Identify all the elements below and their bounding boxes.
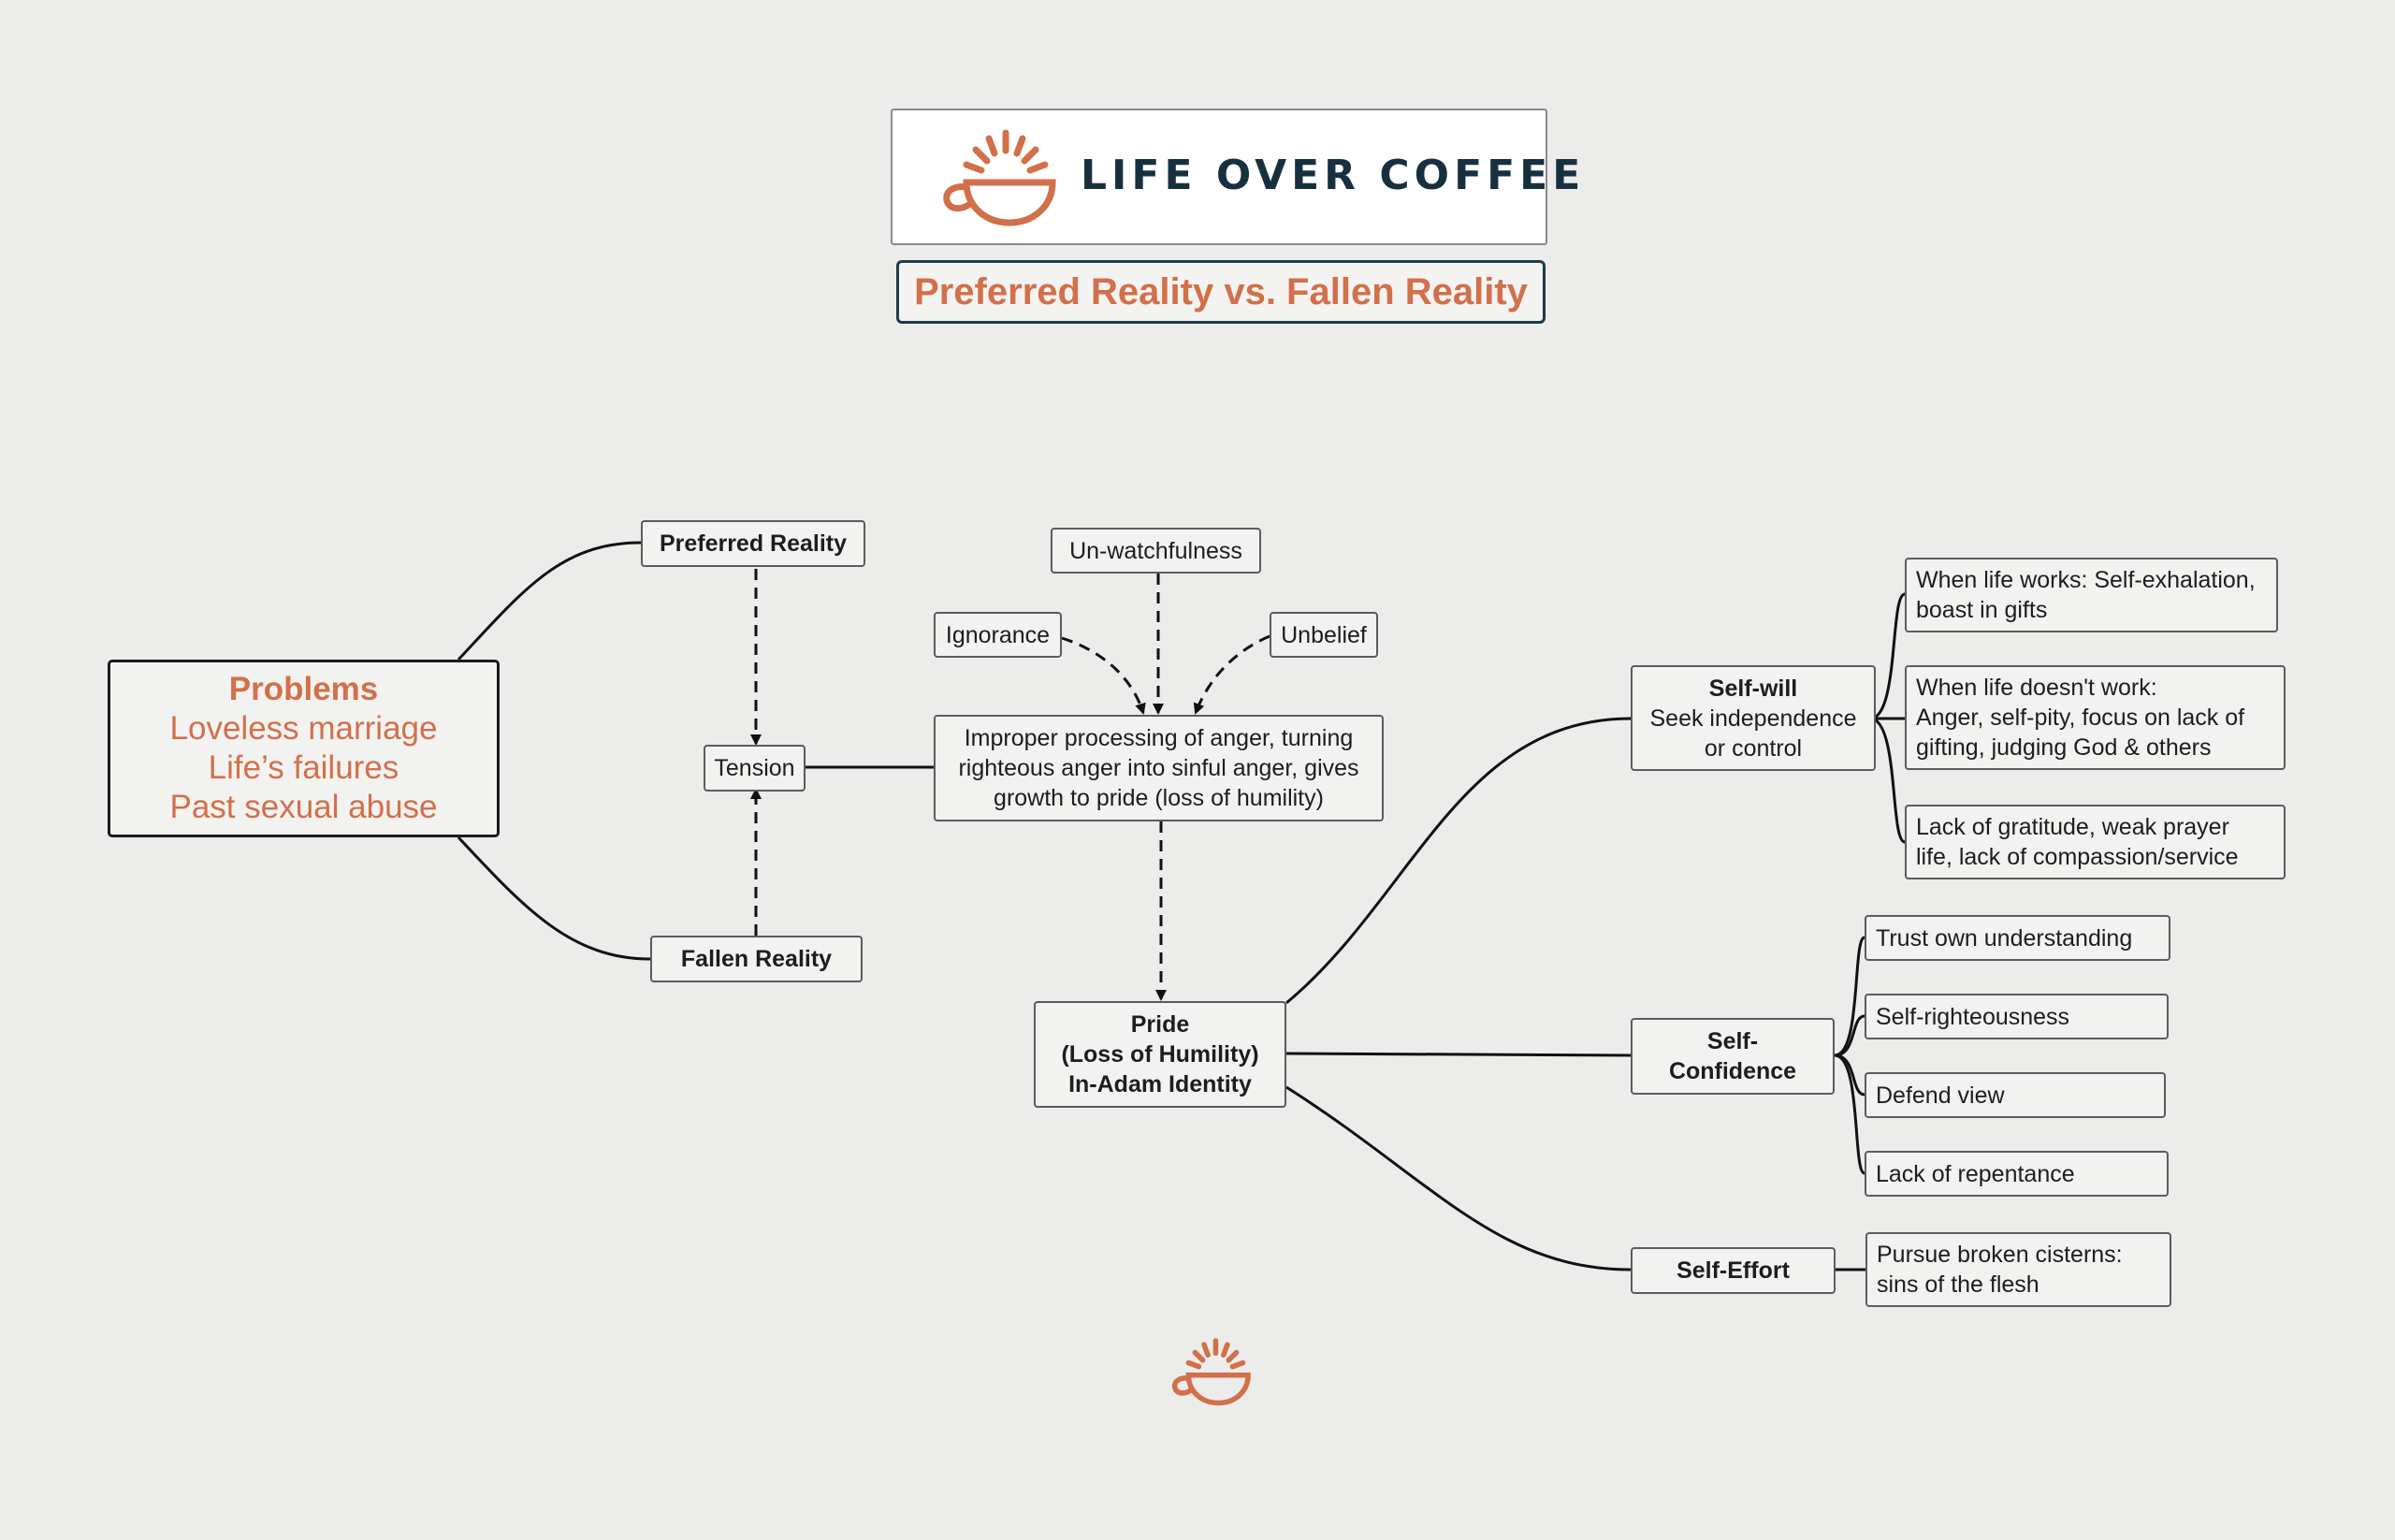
trust-own-understanding-node: Trust own understanding <box>1865 915 2170 961</box>
lack-of-gratitude-node: Lack of gratitude, weak prayer life, lac… <box>1905 805 2286 879</box>
broken-cisterns-node: Pursue broken cisterns: sins of the fles… <box>1865 1232 2171 1307</box>
problems-node: Problems Loveless marriage Life’s failur… <box>108 660 500 837</box>
self-will-node: Self-will Seek independence or control <box>1631 665 1876 771</box>
edge-pride-selfconfidence <box>1285 1052 1632 1057</box>
edge-selfwill-gratitude <box>1869 717 1906 844</box>
edge-sc-repentance <box>1834 1053 1866 1175</box>
problem-item: Loveless marriage <box>169 710 438 747</box>
edge-pride-selfeffort <box>1285 1085 1632 1271</box>
footer-coffee-cup-icon <box>1171 1338 1251 1406</box>
defend-view-node: Defend view <box>1865 1072 2166 1118</box>
self-confidence-node: Self- Confidence <box>1631 1018 1835 1095</box>
coffee-cup-sunrise-icon <box>943 129 1056 226</box>
tension-node: Tension <box>704 745 806 792</box>
improper-anger-node: Improper processing of anger, turning ri… <box>934 715 1384 821</box>
brand-name: LIFE OVER COFFEE <box>1081 152 1586 199</box>
problem-item: Life’s failures <box>208 749 399 786</box>
unbelief-node: Unbelief <box>1270 612 1378 658</box>
edge-problems-fallen <box>457 835 651 961</box>
edge-sc-righteous <box>1834 1014 1865 1057</box>
edge-ignorance-anger <box>1061 636 1146 715</box>
problems-title: Problems <box>228 671 379 707</box>
when-life-works-node: When life works: Self-exhalation, boast … <box>1905 558 2278 632</box>
edge-selfwill-works <box>1869 592 1906 720</box>
fallen-reality-node: Fallen Reality <box>650 936 863 982</box>
self-righteousness-node: Self-righteousness <box>1865 994 2169 1039</box>
edge-pride-selfwill <box>1285 717 1632 1005</box>
pride-node: Pride (Loss of Humility) In-Adam Identit… <box>1034 1001 1286 1108</box>
problem-item: Past sexual abuse <box>169 789 438 825</box>
self-effort-node: Self-Effort <box>1631 1247 1836 1294</box>
edge-sc-trust <box>1834 936 1866 1057</box>
page-title: Preferred Reality vs. Fallen Reality <box>896 260 1546 324</box>
edge-unbelief-anger <box>1193 634 1270 715</box>
ignorance-node: Ignorance <box>934 612 1062 658</box>
edge-problems-preferred <box>457 541 642 661</box>
when-life-doesnt-work-node: When life doesn't work: Anger, self-pity… <box>1905 665 2286 770</box>
preferred-reality-node: Preferred Reality <box>641 520 865 567</box>
unwatchfulness-node: Un-watchfulness <box>1051 528 1261 574</box>
lack-of-repentance-node: Lack of repentance <box>1865 1151 2169 1197</box>
